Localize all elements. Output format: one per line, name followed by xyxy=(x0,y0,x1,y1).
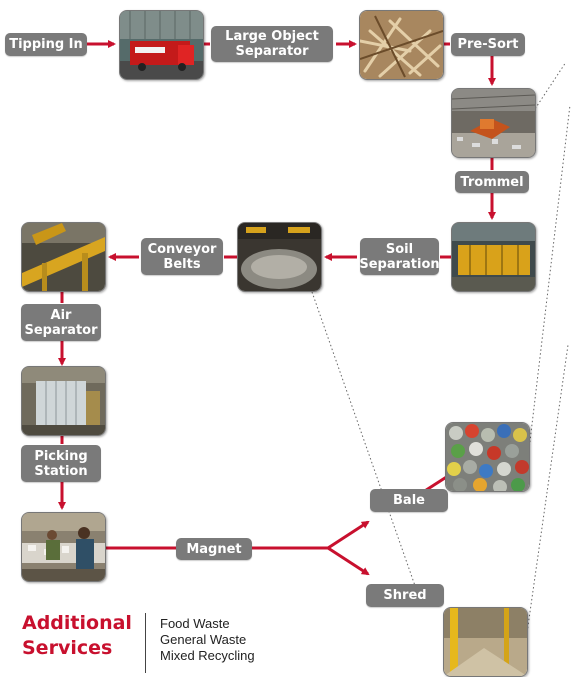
leader-line-pre-sort xyxy=(532,61,567,113)
air-separator-label: Air Separator xyxy=(21,304,101,341)
arrow-split-to-bale xyxy=(327,520,370,550)
air-separator-machine-photo xyxy=(21,366,106,436)
overhead-conveyor-photo xyxy=(21,222,106,292)
leader-line-bale xyxy=(527,104,571,459)
trommel-machine-photo xyxy=(451,222,536,292)
service-item: General Waste xyxy=(160,632,247,647)
bale-label: Bale xyxy=(370,489,448,512)
picking-station-label: Picking Station xyxy=(21,445,101,482)
wood-debris-photo xyxy=(359,10,444,80)
shred-label: Shred xyxy=(366,584,444,607)
pre-sort-label: Pre-Sort xyxy=(451,33,525,56)
baled-cans-photo xyxy=(445,422,530,492)
service-item: Food Waste xyxy=(160,616,230,631)
shredded-material-photo xyxy=(443,607,528,677)
arrow-split-to-shred xyxy=(327,546,370,576)
garbage-truck-photo xyxy=(119,10,204,80)
service-item: Mixed Recycling xyxy=(160,648,255,663)
tipping-in-label: Tipping In xyxy=(5,33,87,56)
additional-services-title: Additional Services xyxy=(22,612,132,659)
conveyor-belts-label: Conveyor Belts xyxy=(141,238,223,275)
trommel-label: Trommel xyxy=(455,171,529,193)
services-list: Food Waste General Waste Mixed Recycling xyxy=(160,616,255,664)
leader-line-conveyor xyxy=(311,291,421,601)
soil-separation-label: Soil Separation xyxy=(359,238,440,275)
large-object-separator-label: Large Object Separator xyxy=(211,26,333,62)
services-divider xyxy=(145,613,146,673)
conveyor-belt-photo xyxy=(237,222,322,292)
picking-station-workers-photo xyxy=(21,512,106,582)
leader-line-shred xyxy=(525,344,569,641)
magnet-label: Magnet xyxy=(176,538,252,560)
trommel-loader-photo xyxy=(451,88,536,158)
